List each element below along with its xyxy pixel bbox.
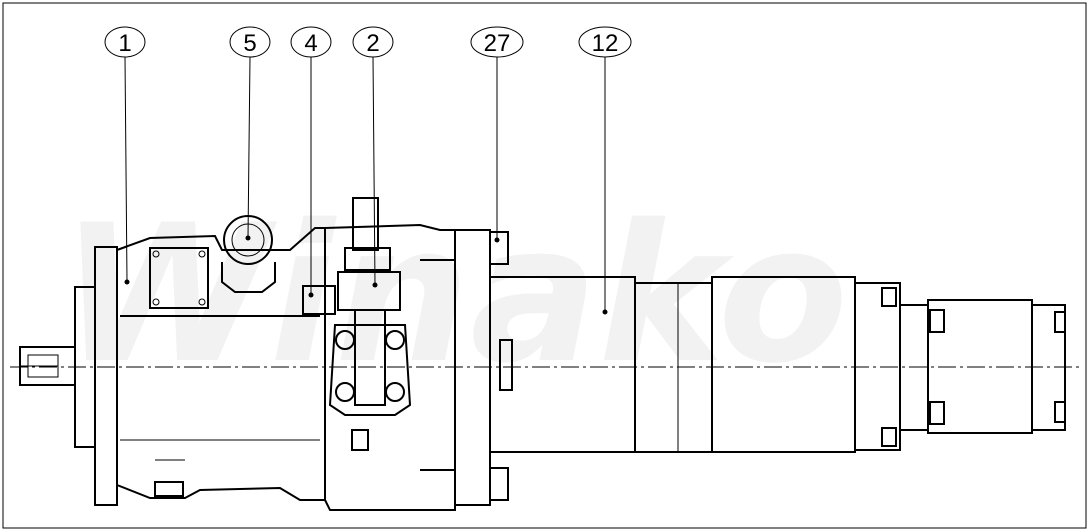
callout-5 [229,26,271,241]
callout-4 [290,26,332,298]
callout-label-12: 12 [592,30,619,57]
plug [302,285,336,315]
callout-label-4: 4 [304,30,317,57]
callout-2 [352,26,394,288]
callout-27 [470,26,524,243]
callout-12 [578,26,632,315]
callout-1 [104,26,146,285]
callout-label-2: 2 [366,30,379,57]
callout-label-1: 1 [118,30,131,57]
electric-motor [489,276,1066,453]
callout-label-5: 5 [243,30,256,57]
callout-label-27: 27 [484,30,511,57]
